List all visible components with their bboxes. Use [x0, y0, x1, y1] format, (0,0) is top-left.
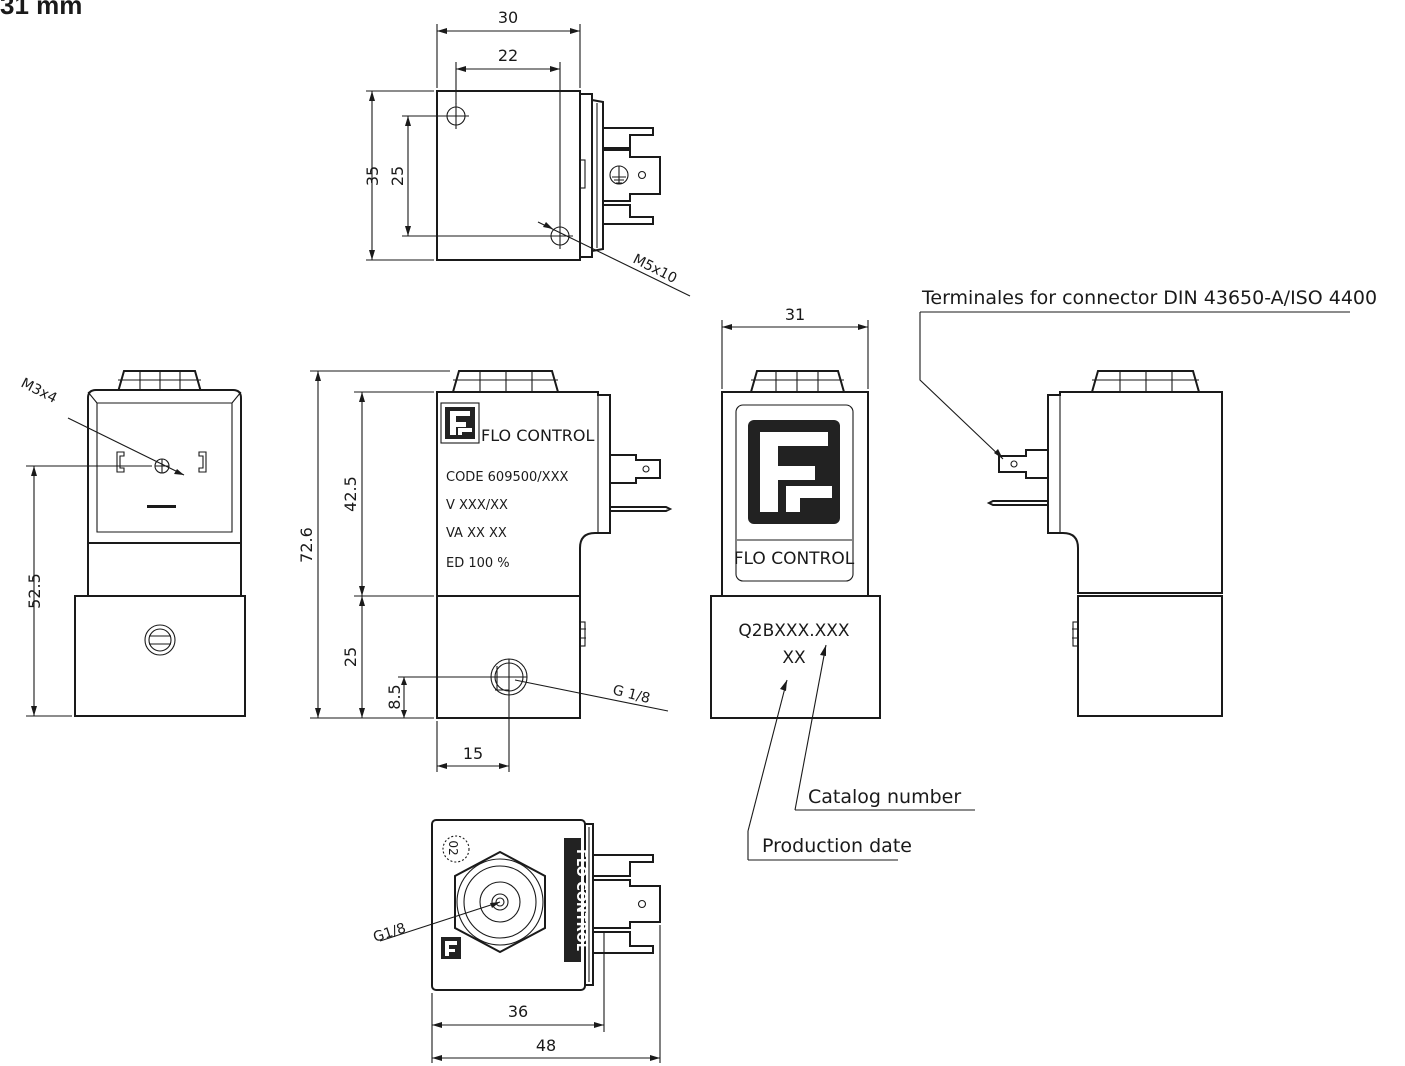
thread-callout-m3: M3x4: [18, 375, 59, 407]
top-view: 30 22 35 25 M5x10: [363, 8, 691, 297]
side-brand-label: FLO CONTROL: [734, 549, 855, 569]
brand-name-label: FLO CONTROL: [481, 426, 594, 445]
dial-label: 02: [446, 840, 460, 855]
dim-top-width: 30: [498, 8, 518, 27]
dim-front-coil-height: 42.5: [341, 476, 360, 512]
bottom-brand-label: FLO CONTROL: [573, 849, 588, 951]
thread-callout-m5: M5x10: [630, 251, 679, 287]
production-date-callout: Production date: [762, 835, 912, 857]
catalog-number-callout: Catalog number: [808, 786, 961, 808]
dim-front-total-height: 72.6: [297, 527, 316, 563]
dim-front-port-height: 8.5: [385, 684, 404, 709]
front-view: FLO CONTROL CODE 609500/XXX V XXX/XX VA …: [297, 370, 673, 772]
dim-left-height: 52.5: [25, 573, 44, 609]
power-label: VA XX XX: [446, 526, 507, 541]
dim-top-hole-spacing: 22: [498, 46, 518, 65]
front-view-coil: [436, 391, 611, 597]
dim-side-width: 31: [785, 305, 805, 324]
duty-label: ED 100 %: [446, 556, 510, 571]
side-view-body: [710, 595, 881, 719]
dim-bottom-outer-width: 48: [536, 1036, 556, 1055]
right-view-coil: [1047, 391, 1223, 594]
dim-top-height: 35: [363, 166, 382, 186]
catalog-code-label: Q2BXXX.XXX: [738, 621, 849, 641]
brand-logo: [440, 402, 480, 444]
left-view: M3x4 52.5: [18, 370, 246, 717]
right-view-body: [1077, 595, 1223, 717]
terminals-callout: Terminales for connector DIN 43650-A/ISO…: [921, 287, 1377, 309]
bottom-view: FLO CONTROL 02 G1/8 36 48: [371, 819, 661, 1063]
right-view: Terminales for connector DIN 43650-A/ISO…: [919, 287, 1377, 717]
dial-icon: [442, 835, 470, 863]
dim-front-port-offset: 15: [463, 744, 483, 763]
date-code-label: XX: [782, 648, 806, 668]
port-callout-bottom: G1/8: [371, 920, 408, 946]
brand-logo-small: [441, 937, 461, 959]
dim-front-body-height: 25: [341, 647, 360, 667]
side-view: FLO CONTROL Q2BXXX.XXX XX 31 Catalog num…: [710, 305, 975, 861]
page-title: 31 mm: [0, 0, 82, 20]
left-view-body: [74, 595, 246, 717]
dim-top-hole-vertical: 25: [388, 166, 407, 186]
code-label: CODE 609500/XXX: [446, 470, 568, 485]
voltage-label: V XXX/XX: [446, 498, 508, 513]
dim-bottom-inner-width: 36: [508, 1002, 528, 1021]
top-view-body: [436, 90, 581, 261]
